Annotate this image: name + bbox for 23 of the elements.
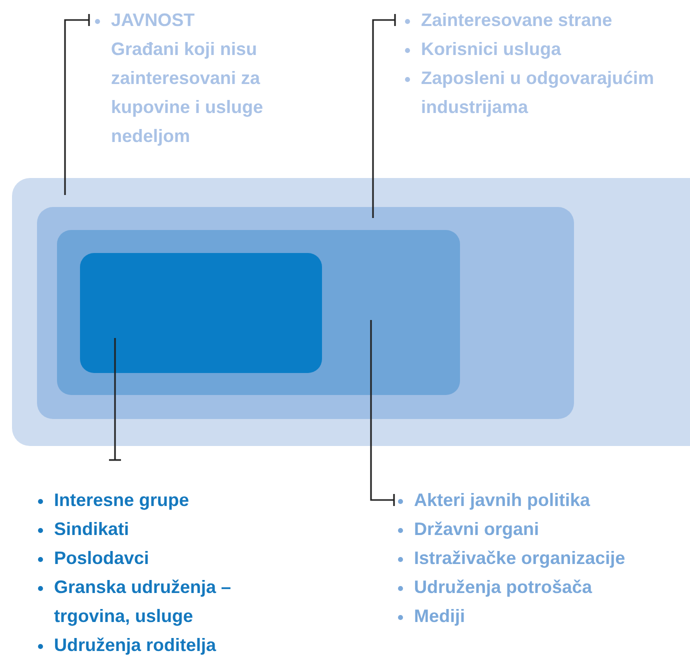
list-item: Zainteresovane strane [421,9,614,32]
rounded-panel [12,178,690,446]
list-item: Granska udruženja – trgovina, usluge [54,576,232,628]
leader-line [108,338,122,461]
list-item: Građani koji nisu zainteresovani za kupovine i usluge nedeljom [111,38,264,148]
rounded-panel [80,253,322,373]
list-item: Akteri javnih politika [414,489,592,512]
list-item: Sindikati [54,518,130,541]
list-item: Udruženja potrošača [414,576,594,599]
list-item: Državni organi [414,518,540,541]
list-item: Poslodavci [54,547,150,570]
list-item: Interesne grupe [54,489,190,512]
leader-line [372,13,396,218]
rounded-panel [57,230,460,395]
list-item: Zaposleni u odgovarajućim industrijama [421,67,656,119]
list-item: Mediji [414,605,466,628]
list-item: Istraživačke organizacije [414,547,626,570]
leader-line [370,320,395,507]
rounded-panel [37,207,574,419]
list-item: Udruženja roditelja [54,634,218,657]
leader-line [64,13,90,195]
list-item: Korisnici usluga [421,38,562,61]
heading: JAVNOST [111,9,196,32]
